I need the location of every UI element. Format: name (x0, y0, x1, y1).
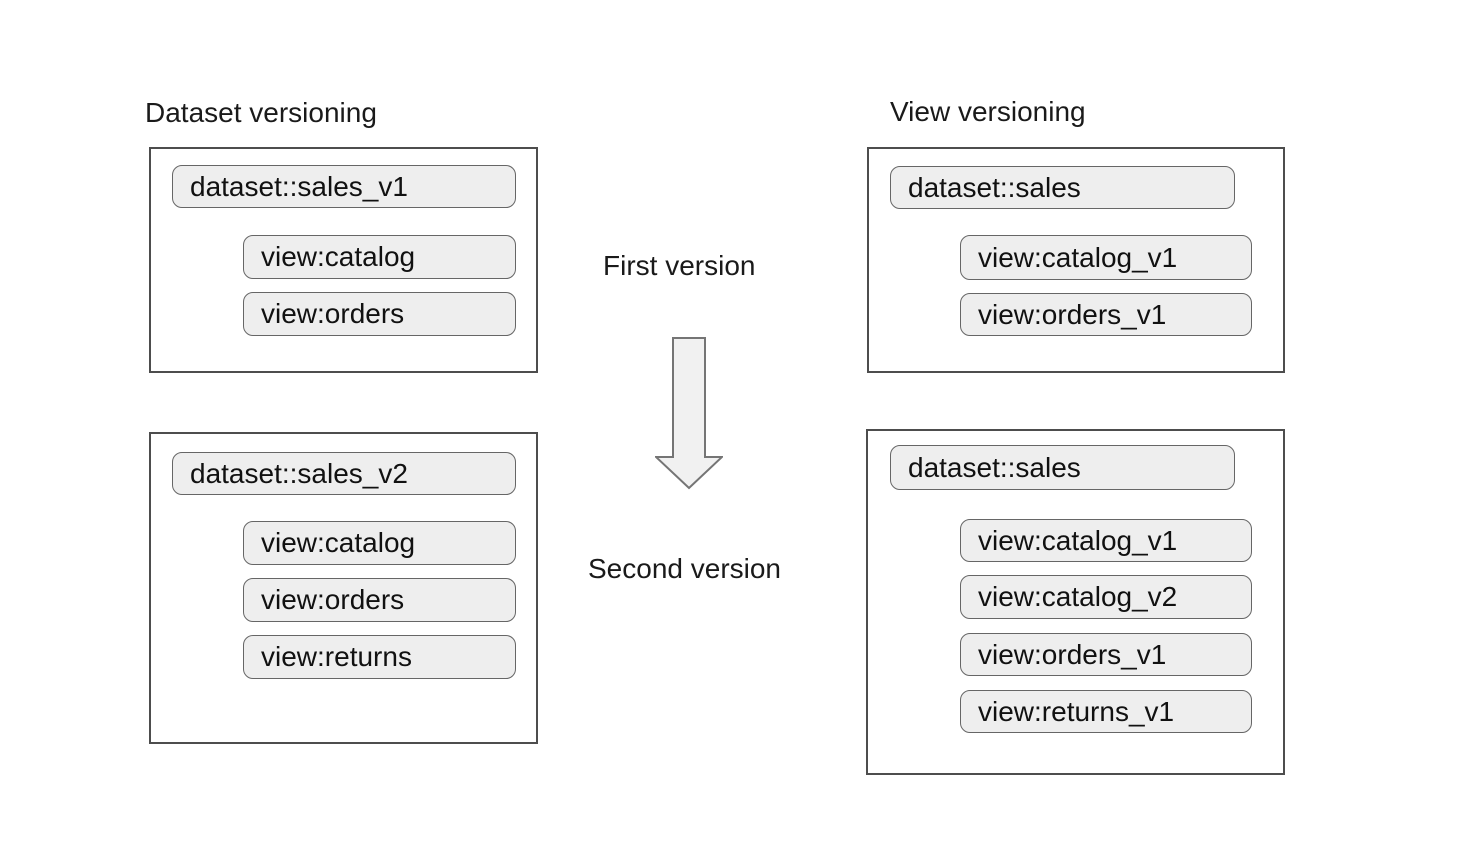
dataset-pill: dataset::sales (890, 445, 1235, 490)
view-pill: view:orders_v1 (960, 633, 1252, 676)
view-versioning-second-box: dataset::sales view:catalog_v1 view:cata… (866, 429, 1285, 775)
dataset-pill: dataset::sales_v2 (172, 452, 516, 495)
down-arrow-icon (653, 337, 725, 490)
view-pill: view:catalog_v1 (960, 519, 1252, 562)
view-pill: view:returns_v1 (960, 690, 1252, 733)
dataset-versioning-second-box: dataset::sales_v2 view:catalog view:orde… (149, 432, 538, 744)
dataset-versioning-title: Dataset versioning (145, 97, 377, 128)
second-version-label: Second version (588, 553, 782, 584)
view-pill: view:catalog_v1 (960, 235, 1252, 280)
dataset-versioning-first-box: dataset::sales_v1 view:catalog view:orde… (149, 147, 538, 373)
view-versioning-first-box: dataset::sales view:catalog_v1 view:orde… (867, 147, 1285, 373)
view-pill: view:orders (243, 292, 516, 336)
view-versioning-title: View versioning (890, 96, 1086, 127)
dataset-pill: dataset::sales_v1 (172, 165, 516, 208)
view-pill: view:catalog_v2 (960, 575, 1252, 619)
view-pill: view:orders (243, 578, 516, 622)
first-version-label: First version (603, 250, 756, 281)
dataset-pill: dataset::sales (890, 166, 1235, 209)
view-pill: view:catalog (243, 521, 516, 565)
view-pill: view:orders_v1 (960, 293, 1252, 336)
view-pill: view:returns (243, 635, 516, 679)
view-pill: view:catalog (243, 235, 516, 279)
